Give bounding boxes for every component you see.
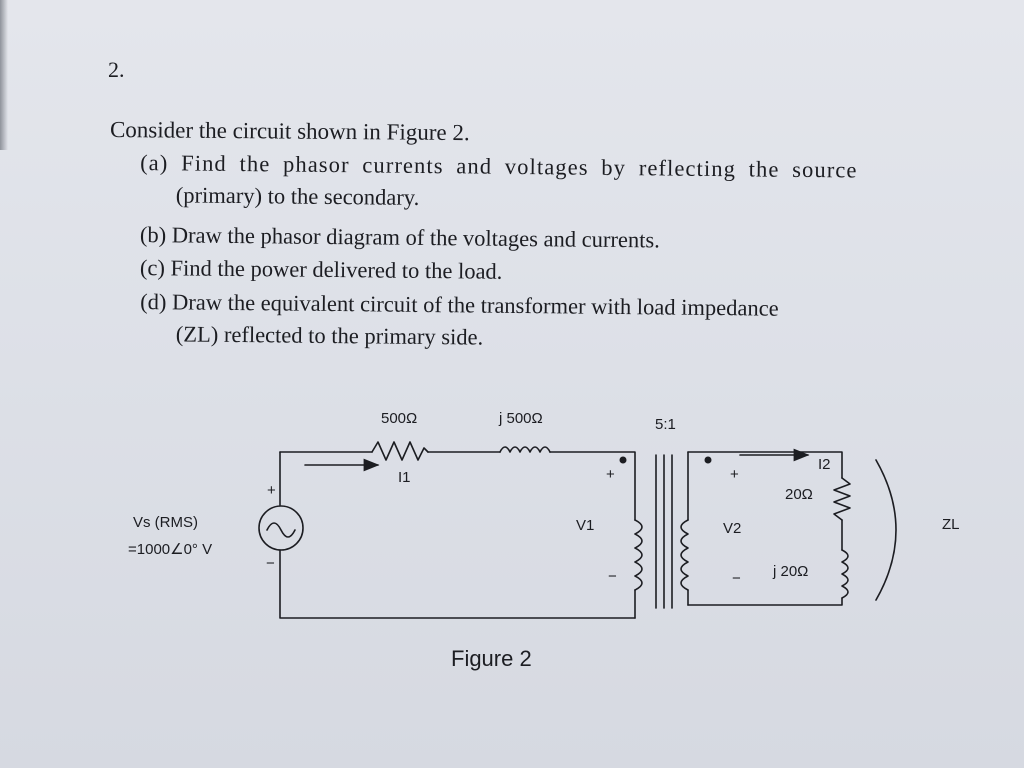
secondary-winding-symbol (680, 519, 689, 591)
v2-plus-sign: + (730, 466, 739, 483)
load-resistor-symbol (833, 477, 851, 521)
problem-number: 2. (108, 57, 125, 82)
ac-source-circle (258, 505, 304, 551)
paper-edge-shadow (0, 0, 8, 150)
inductor-j500-symbol (499, 446, 551, 453)
source-label: Vs (RMS) (133, 514, 198, 531)
ac-source-sine (266, 522, 296, 538)
source-minus-sign: − (266, 555, 275, 572)
v2-label: V2 (723, 520, 742, 537)
primary-dot-marker (619, 456, 627, 464)
load-inductor-label: j 20Ω (773, 563, 809, 580)
figure-caption: Figure 2 (451, 646, 532, 671)
load-resistor-label: 20Ω (785, 486, 813, 503)
resistor-500-label: 500Ω (381, 410, 418, 427)
secondary-dot-marker (704, 456, 712, 464)
v1-label: V1 (576, 517, 595, 534)
v2-minus-sign: − (732, 570, 741, 587)
v1-plus-sign: + (606, 466, 615, 483)
v1-minus-sign: − (608, 568, 617, 585)
primary-winding-symbol (634, 519, 643, 591)
turns-ratio-label: 5:1 (655, 416, 676, 433)
source-value: =1000∠0° V (128, 541, 213, 558)
inductor-j500-label: j 500Ω (499, 410, 543, 427)
current-i2-label: I2 (818, 456, 831, 473)
zl-bracket (875, 459, 897, 601)
load-inductor-symbol (841, 549, 849, 599)
primary-top-wire-right (549, 451, 636, 521)
primary-left-wire-lower (279, 549, 636, 619)
load-impedance-label: ZL (942, 516, 960, 533)
secondary-bottom-wire (687, 597, 843, 606)
secondary-top-wire (687, 451, 843, 479)
source-plus-sign: + (267, 482, 276, 499)
resistor-500-symbol (371, 441, 429, 461)
current-i1-label: I1 (398, 469, 411, 486)
